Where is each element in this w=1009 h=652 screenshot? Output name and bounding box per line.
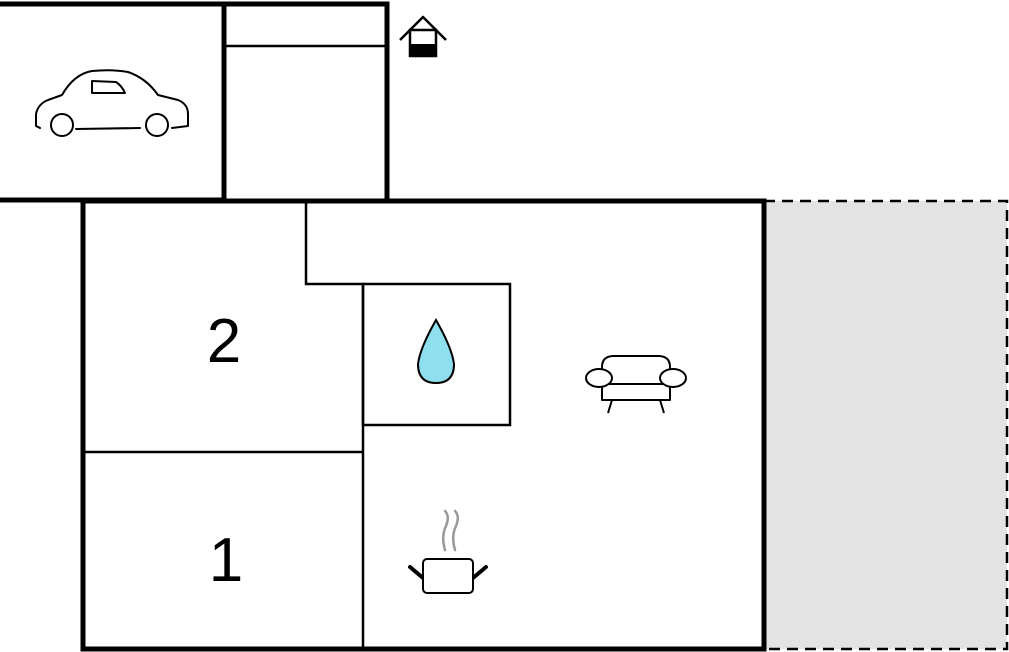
water-drop-icon (416, 317, 456, 385)
room-label-bedroom-2: 2 (207, 307, 241, 376)
cooking-pot-icon (408, 509, 488, 594)
bathroom-walls (361, 282, 512, 427)
garage-walls (0, 1, 227, 203)
corridor-wall (304, 201, 364, 286)
sofa-icon (585, 355, 687, 414)
entrance-corridor-walls (224, 1, 390, 200)
house-outline (80, 198, 767, 652)
terrace-area (762, 199, 1009, 651)
room-label-bedroom-1: 1 (209, 526, 243, 595)
car-icon (35, 69, 189, 137)
house-entrance-icon (399, 15, 447, 58)
